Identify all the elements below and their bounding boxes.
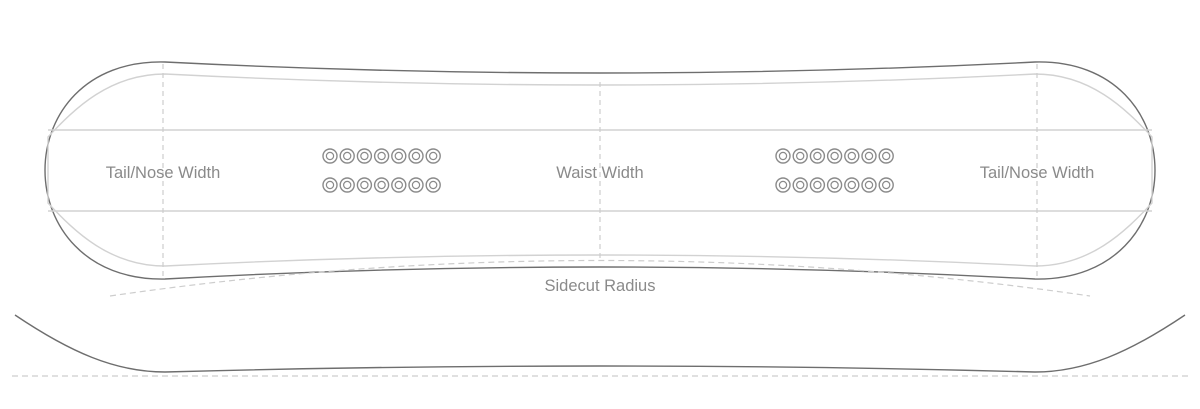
- insert-hole-inner: [411, 180, 421, 190]
- insert-hole-inner: [394, 151, 403, 161]
- insert-hole-inner: [864, 151, 874, 161]
- board-outline-top-view: [44, 61, 1156, 280]
- insert-hole-inner: [360, 180, 369, 190]
- insert-hole: [844, 148, 860, 164]
- insert-hole: [861, 148, 877, 164]
- insert-hole: [878, 177, 894, 193]
- insert-hole: [826, 148, 843, 164]
- insert-hole-inner: [377, 151, 386, 161]
- binding-inserts-right: [775, 148, 894, 193]
- insert-hole-inner: [813, 180, 822, 190]
- insert-hole: [391, 148, 407, 164]
- insert-hole: [809, 177, 826, 193]
- insert-hole: [373, 177, 390, 193]
- insert-hole-inner: [778, 151, 788, 161]
- insert-hole: [356, 177, 373, 193]
- insert-hole-inner: [796, 180, 805, 190]
- insert-hole: [322, 177, 338, 193]
- sidecut-radius-arc: [109, 259, 1091, 297]
- insert-hole: [775, 148, 791, 164]
- insert-hole: [844, 177, 860, 193]
- tail-width-label: Tail/Nose Width: [106, 164, 221, 182]
- insert-hole-inner: [429, 180, 438, 190]
- insert-hole: [391, 177, 407, 193]
- insert-hole: [356, 148, 373, 164]
- insert-hole: [861, 177, 877, 193]
- board-profile-side-view: [14, 314, 1186, 373]
- insert-hole: [373, 148, 390, 164]
- insert-hole-inner: [360, 151, 369, 161]
- insert-hole: [425, 148, 441, 164]
- insert-hole-inner: [847, 151, 857, 161]
- insert-hole: [322, 148, 338, 164]
- insert-hole-inner: [411, 151, 421, 161]
- insert-hole-inner: [343, 180, 352, 190]
- insert-hole: [878, 148, 894, 164]
- insert-hole-inner: [778, 180, 788, 190]
- insert-hole-inner: [813, 151, 822, 161]
- insert-hole-inner: [377, 180, 386, 190]
- insert-hole: [339, 148, 355, 164]
- insert-hole-inner: [325, 180, 335, 190]
- insert-hole-inner: [796, 151, 805, 161]
- insert-hole-inner: [847, 180, 857, 190]
- insert-hole-inner: [864, 180, 874, 190]
- insert-hole-inner: [343, 151, 352, 161]
- board-inner-edge: [47, 73, 1153, 267]
- insert-hole-inner: [429, 151, 438, 161]
- binding-inserts-left: [322, 148, 441, 193]
- insert-hole-inner: [830, 151, 839, 161]
- insert-hole-inner: [882, 151, 891, 161]
- insert-hole: [408, 148, 424, 164]
- insert-hole-inner: [830, 180, 839, 190]
- insert-hole-inner: [325, 151, 335, 161]
- insert-hole-inner: [394, 180, 403, 190]
- insert-hole-inner: [882, 180, 891, 190]
- waist-width-label: Waist Width: [556, 164, 643, 182]
- insert-hole: [826, 177, 843, 193]
- insert-hole: [775, 177, 791, 193]
- insert-hole: [792, 177, 808, 193]
- insert-hole: [425, 177, 441, 193]
- sidecut-radius-label: Sidecut Radius: [545, 277, 656, 295]
- insert-hole: [809, 148, 826, 164]
- insert-hole: [408, 177, 424, 193]
- insert-hole: [339, 177, 355, 193]
- insert-hole: [792, 148, 808, 164]
- nose-width-label: Tail/Nose Width: [980, 164, 1095, 182]
